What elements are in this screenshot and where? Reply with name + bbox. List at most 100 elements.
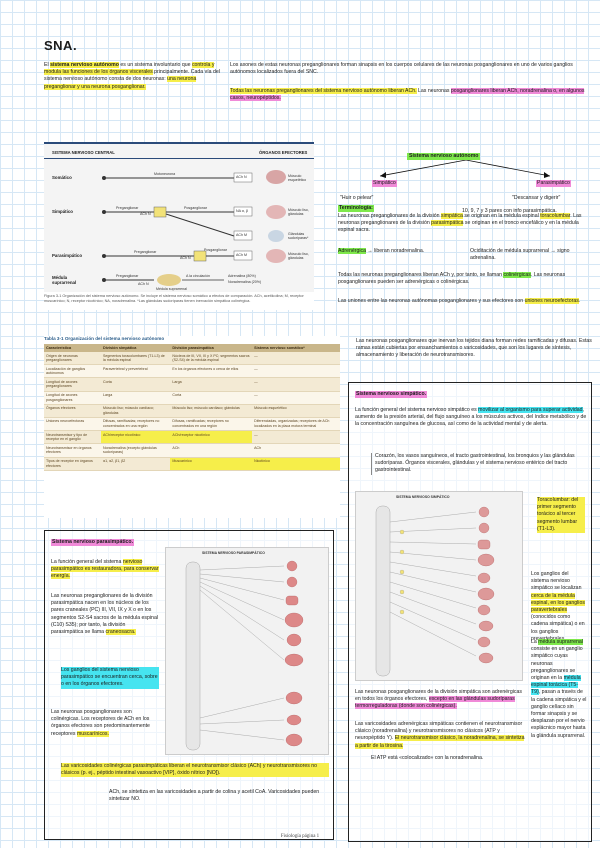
terminologia-paragraph-4: Las neuronas posganglionares que inervan… bbox=[356, 338, 592, 359]
table-cell: — bbox=[252, 352, 340, 366]
figure-panel: SISTEMA NERVIOSO CENTRAL ÓRGANOS EFECTOR… bbox=[44, 142, 314, 292]
diagram-quote-right: "Descansar y digerir" bbox=[512, 195, 561, 201]
adrenal-label: Médula suprarrenal bbox=[156, 287, 187, 291]
table-cell: Longitud de axones posganglionares bbox=[44, 391, 101, 405]
table-cell: ACh/receptor nicotínico bbox=[101, 430, 171, 445]
highlight-paravertebrales: cerca de la médula espinal, en los gangl… bbox=[531, 592, 585, 614]
highlight-adrenergica: Adrenérgica bbox=[338, 248, 366, 254]
row-label-sympathetic: Simpático bbox=[52, 209, 73, 214]
nt-label: ACh M bbox=[236, 253, 247, 257]
table-cell: Corta bbox=[101, 377, 171, 392]
effector-label: Músculo liso, glándulas bbox=[288, 252, 309, 260]
table-cell: Uniones neuroefectoras bbox=[44, 417, 101, 432]
table-cell: — bbox=[252, 364, 340, 379]
table-cell: Núcleos de III, VII, IX y X PC; segmento… bbox=[170, 352, 253, 366]
table-cell: Corta bbox=[170, 391, 253, 405]
table-cell: Difusas, ramificadas; receptores no conc… bbox=[101, 417, 171, 432]
row-label-adrenal: Médula suprarrenal bbox=[52, 275, 77, 285]
diagram-pares: 10, 9, 7 y 3 pares con info parasimpátic… bbox=[462, 208, 557, 214]
table-header: División parasimpática bbox=[170, 344, 253, 352]
parasimpatico-section: Sistema nervioso parasimpático. La funci… bbox=[44, 530, 334, 840]
table-cell: En los órganos efectores o cerca de ello… bbox=[170, 364, 253, 379]
highlight-parasimpatica: parasimpática bbox=[431, 220, 464, 227]
highlight-ach: Todas las neuronas preganglionares del s… bbox=[230, 88, 417, 94]
intro-text: es un sistema involuntario que bbox=[118, 62, 192, 68]
table-cell: Longitud de axones preganglionares bbox=[44, 377, 101, 392]
table-header: División simpática bbox=[101, 344, 171, 352]
table-cell: Noradrenalina (excepto glándulas sudoríp… bbox=[101, 443, 171, 458]
parasimpatico-paragraph-5: Las varicosidades colinérgicas parasimpá… bbox=[61, 763, 329, 778]
table-cell: — bbox=[252, 377, 340, 392]
intro-paragraph-2: Los axones de estas neuronas preganglion… bbox=[230, 62, 573, 76]
diagram-quote-left: "Huir o pelear" bbox=[340, 195, 374, 201]
simpatico-side-3: La médula suprarrenal consiste en un gan… bbox=[531, 639, 587, 739]
highlight-medula-suprarrenal: médula suprarrenal bbox=[538, 639, 583, 645]
highlight-toracolumbar: toracolumbar bbox=[540, 213, 571, 219]
table-cell: Difusas, ramificadas; receptores no conc… bbox=[170, 417, 253, 432]
row-label-parasympathetic: Parasimpático bbox=[52, 253, 83, 258]
table-cell: — bbox=[252, 430, 340, 445]
table-cell: Diferenciadas, organizadas; receptores d… bbox=[252, 417, 340, 432]
table-cell: Neurotransmisor en órganos efectores bbox=[44, 443, 101, 458]
table-cell: Larga bbox=[170, 377, 253, 392]
parasimpatico-paragraph-3: Los ganglios del sistema nervioso parasi… bbox=[61, 667, 159, 689]
effector-label: Músculo liso, glándulas bbox=[288, 208, 309, 216]
terminologia-paragraph-1: Las neuronas preganglionares de la divis… bbox=[338, 213, 582, 234]
table-cell: Músculo liso; músculo cardíaco; glándula… bbox=[101, 404, 171, 418]
figure-pathways-svg bbox=[44, 158, 314, 286]
simpatico-side-2: Los ganglios del sistema nervioso simpát… bbox=[531, 571, 585, 642]
table-header: Sistema nervioso somático* bbox=[252, 344, 340, 352]
table-cell: α1, α2, β1, β2 bbox=[101, 457, 171, 471]
simpatico-paragraph-3: Las neuronas posganglionares de la divis… bbox=[355, 689, 522, 710]
simpatico-side-1: Toracolumbar: del primer segmento toráci… bbox=[537, 497, 585, 534]
adrenaline-label: Adrenalina (80%) bbox=[228, 274, 256, 278]
highlight-craneosacra: craneosacra. bbox=[105, 629, 136, 636]
figure-sna-organization: SISTEMA NERVIOSO CENTRAL ÓRGANOS EFECTOR… bbox=[44, 142, 314, 310]
autonomic-branch-diagram bbox=[379, 159, 551, 178]
adrenergica-line: Adrenérgica → liberan noradrenalina. bbox=[338, 248, 425, 254]
simpatico-paragraph-5: El ATP está «colocalizado» con la noradr… bbox=[371, 755, 484, 761]
parasympathetic-figure-title: SISTEMA NERVIOSO PARASIMPÁTICO bbox=[202, 551, 265, 555]
figure-header-cns: SISTEMA NERVIOSO CENTRAL bbox=[52, 150, 115, 155]
intro-paragraph-3: Todas las neuronas preganglionares del s… bbox=[230, 88, 590, 102]
table-cell: ACh bbox=[252, 443, 340, 458]
page-footer: Fisiología página 1 bbox=[280, 834, 320, 839]
intro-paragraph-1: El sistema nervioso autónomo es un siste… bbox=[44, 62, 224, 91]
noradrenaline-label: Noradrenalina (20%) bbox=[228, 280, 262, 284]
table-cell: Segmentos toracolumbares (T1-L3) de la m… bbox=[101, 352, 171, 366]
nt-label: NA α, β bbox=[236, 209, 248, 213]
nt-label: ACh N bbox=[180, 256, 191, 260]
row-nerve-label: Motoneurona bbox=[154, 172, 176, 176]
terminologia-title: Terminología: bbox=[338, 205, 374, 213]
row-nerve-label: Preganglionar bbox=[116, 274, 139, 278]
table-row: Neurotransmisor y tipo de receptor en el… bbox=[44, 430, 340, 445]
table-cell: Músculo esquelético bbox=[252, 404, 340, 418]
diagram-simpatico: Simpático bbox=[372, 180, 397, 188]
row-nerve-label: Preganglionar bbox=[116, 206, 139, 210]
table-cell: Muscarínico bbox=[170, 457, 253, 471]
table-cell: Músculo liso; músculo cardíaco; glándula… bbox=[170, 404, 253, 418]
parasimpatico-title: Sistema nervioso parasimpático. bbox=[51, 539, 135, 547]
nt-label: ACh M bbox=[236, 233, 247, 237]
simpatico-section: Sistema nervioso simpático. La función g… bbox=[348, 382, 592, 842]
highlight-sna: sistema nervioso autónomo bbox=[50, 62, 119, 68]
parasympathetic-diagram-svg bbox=[185, 560, 304, 751]
parasimpatico-paragraph-1: La función general del sistema nervioso … bbox=[51, 559, 159, 580]
highlight-uniones: uniones neuroefectoras bbox=[524, 298, 579, 304]
highlight-muscarinicos: muscarínicos. bbox=[76, 730, 109, 737]
table-cell: Nicotínico bbox=[252, 457, 340, 471]
table-cell: ACh/receptor nicotínico bbox=[170, 430, 253, 445]
sympathetic-figure: SISTEMA NERVIOSO SIMPÁTICO bbox=[355, 491, 523, 681]
circulation-label: A la circulación bbox=[186, 274, 210, 278]
row-nerve-label: Preganglionar bbox=[134, 250, 157, 254]
table-cell: Paravertebral y prevertebral bbox=[101, 364, 171, 379]
row-label-somatic: Somático bbox=[52, 175, 72, 180]
effector-label: Músculo esquelético bbox=[288, 174, 307, 182]
diagram-root: Sistema nervioso autónomo bbox=[407, 153, 481, 161]
